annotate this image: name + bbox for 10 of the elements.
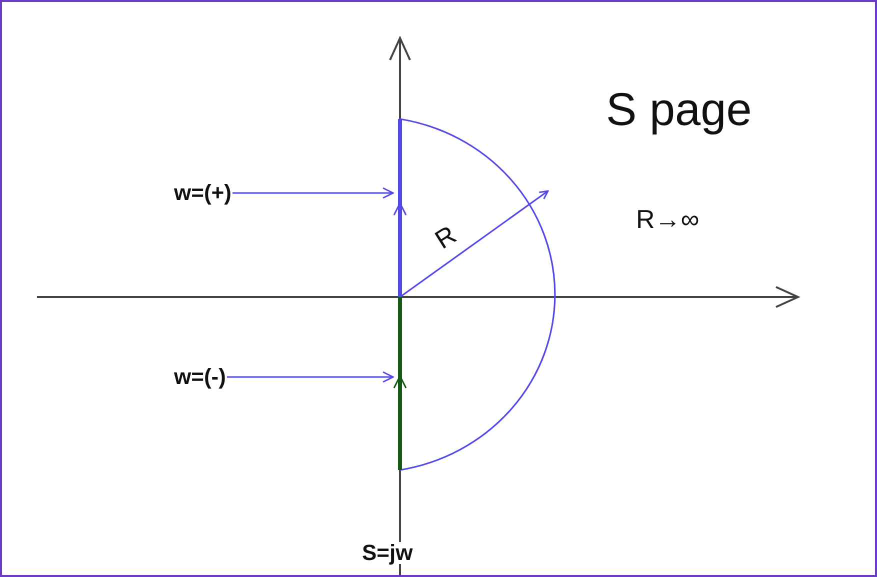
node-label: w=(+) <box>174 182 232 204</box>
radius-label: R <box>430 221 460 253</box>
page-title: S page <box>606 86 752 132</box>
pointer-arrow <box>232 187 394 199</box>
contour-segment <box>393 297 407 470</box>
limit-label: R→∞ <box>636 206 700 232</box>
pointer-arrow <box>226 371 394 383</box>
contour-segment <box>393 119 407 297</box>
axis-label: S=jw <box>362 542 413 564</box>
node-label: w=(-) <box>174 366 226 388</box>
